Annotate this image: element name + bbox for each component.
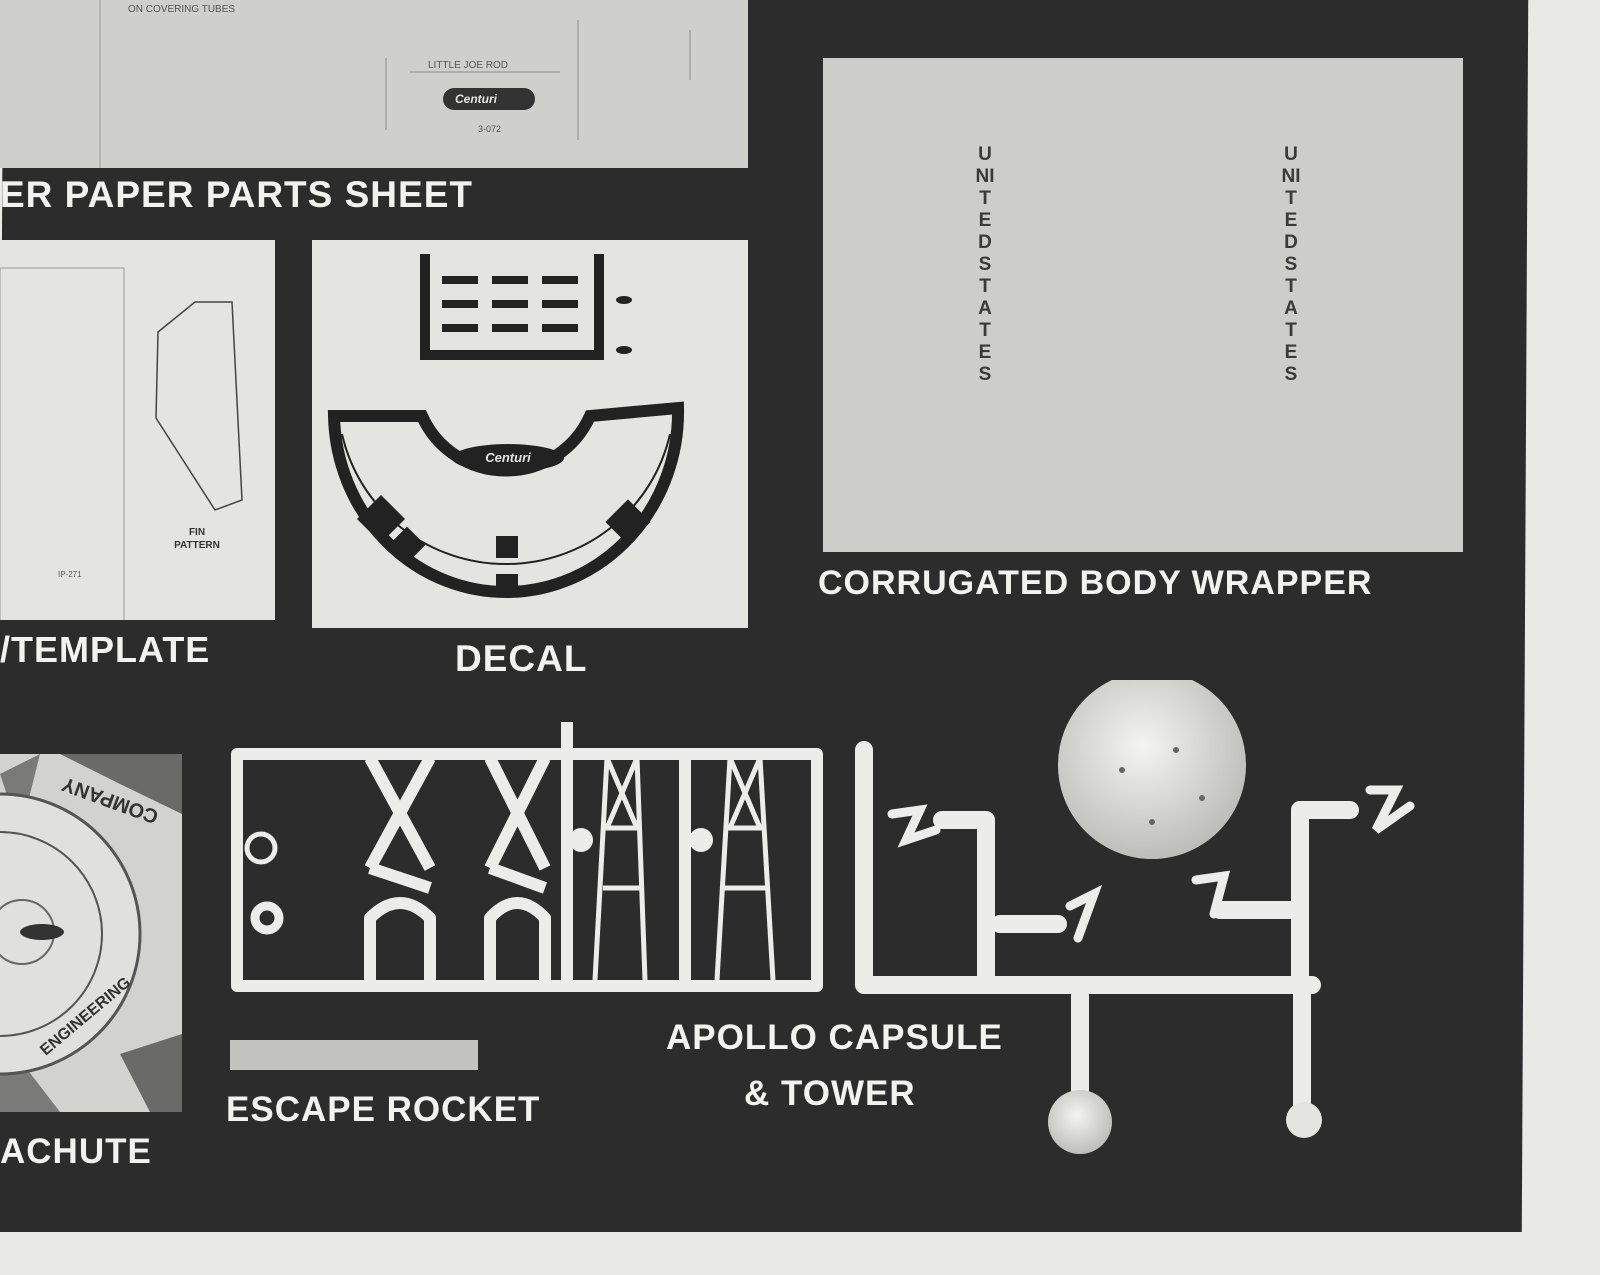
decal-label: DECAL bbox=[455, 638, 588, 679]
apollo-label-line1: APOLLO CAPSULE bbox=[666, 1018, 1003, 1057]
wrapper-text-left: UNITED STATES bbox=[975, 144, 995, 385]
fin-template-sheet: FIN PATTERN IP-271 bbox=[0, 240, 275, 620]
parachute-drawing bbox=[0, 754, 182, 1112]
apollo-capsule-sprue bbox=[855, 680, 1415, 1154]
apollo-label-line2: & TOWER bbox=[744, 1074, 916, 1113]
paper-parts-drawing bbox=[99, 0, 691, 168]
wrapper-note-text: ON COVERING TUBES bbox=[128, 4, 236, 15]
paper-logo: Centuri bbox=[455, 92, 497, 106]
parachute-image: COMPANY ENGINEERING bbox=[0, 754, 182, 1112]
escape-rocket-label: ESCAPE ROCKET bbox=[226, 1090, 541, 1129]
decal-logo: Centuri bbox=[485, 450, 531, 465]
body-wrapper-label: CORRUGATED BODY WRAPPER bbox=[818, 564, 1373, 602]
escape-rocket-sprue bbox=[231, 722, 823, 992]
fin-pattern-label: FIN PATTERN bbox=[174, 527, 220, 551]
parachute-label: ACHUTE bbox=[0, 1132, 152, 1171]
template-label: /TEMPLATE bbox=[0, 629, 211, 670]
decal-drawing bbox=[327, 254, 685, 599]
paper-parts-sheet: ON COVERING TUBES LITTLE JOE ROD Centuri… bbox=[0, 0, 748, 168]
line-text: LITTLE JOE ROD bbox=[428, 60, 509, 71]
paper-parts-label: ER PAPER PARTS SHEET bbox=[0, 174, 473, 215]
fin-part-number: IP-271 bbox=[58, 570, 82, 579]
body-wrapper-sheet: UNITED STATES UNITED STATES bbox=[823, 58, 1463, 552]
paper-code: 3-072 bbox=[478, 124, 502, 134]
decal-sheet: Centuri bbox=[312, 240, 748, 628]
escape-rocket-body bbox=[230, 1040, 478, 1070]
wrapper-text-right: UNITED STATES bbox=[1281, 144, 1301, 385]
fin-pattern-drawing bbox=[0, 267, 243, 620]
